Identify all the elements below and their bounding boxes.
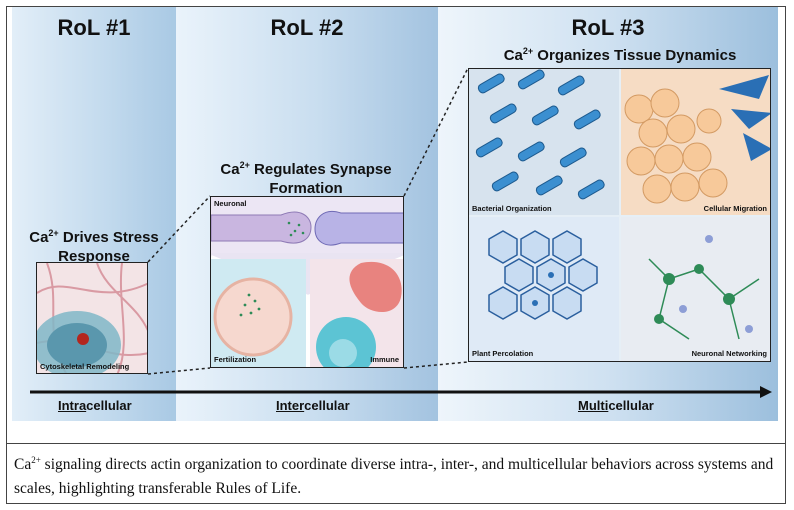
figure-frame	[6, 6, 786, 504]
cytoskeletal-remodeling-label: Cytoskeletal Remodeling	[40, 362, 130, 371]
neuronal-label: Neuronal	[214, 199, 247, 208]
cytoskeletal-remodeling-panel: Cytoskeletal Remodeling	[36, 262, 148, 374]
axis-label-multicellular: Multicellular	[578, 398, 654, 413]
rol3-title: Ca2+ Organizes Tissue Dynamics	[503, 46, 737, 65]
rol1-heading: RoL #1	[57, 15, 131, 40]
synapse-panel: Neuronal Fertilization Immune	[210, 196, 404, 368]
axis-label-intracellular: Intracellular	[58, 398, 132, 413]
immune-label: Immune	[370, 355, 399, 364]
plant-percolation-label: Plant Percolation	[472, 349, 534, 358]
tissue-dynamics-panel: Bacterial Organization Cellular Migratio…	[468, 68, 771, 362]
cytoskeleton-illustration	[37, 263, 147, 373]
figure-caption: Ca2+ signaling directs actin organizatio…	[14, 454, 774, 497]
rol2-title: Ca2+ Regulates Synapse Formation	[220, 160, 392, 198]
fertilization-label: Fertilization	[214, 355, 257, 364]
neuronal-networking-label: Neuronal Networking	[691, 349, 767, 358]
caption-divider	[6, 443, 786, 444]
rol1-title: Ca2+ Drives Stress Response	[29, 228, 159, 266]
cellular-migration-label: Cellular Migration	[703, 204, 767, 213]
tissue-dynamics-illustration	[469, 69, 770, 361]
rol2-heading: RoL #2	[270, 15, 344, 40]
axis-label-intercellular: Intercellular	[276, 398, 350, 413]
synapse-illustration	[211, 197, 403, 367]
bacterial-organization-label: Bacterial Organization	[472, 204, 552, 213]
rol3-heading: RoL #3	[571, 15, 645, 40]
